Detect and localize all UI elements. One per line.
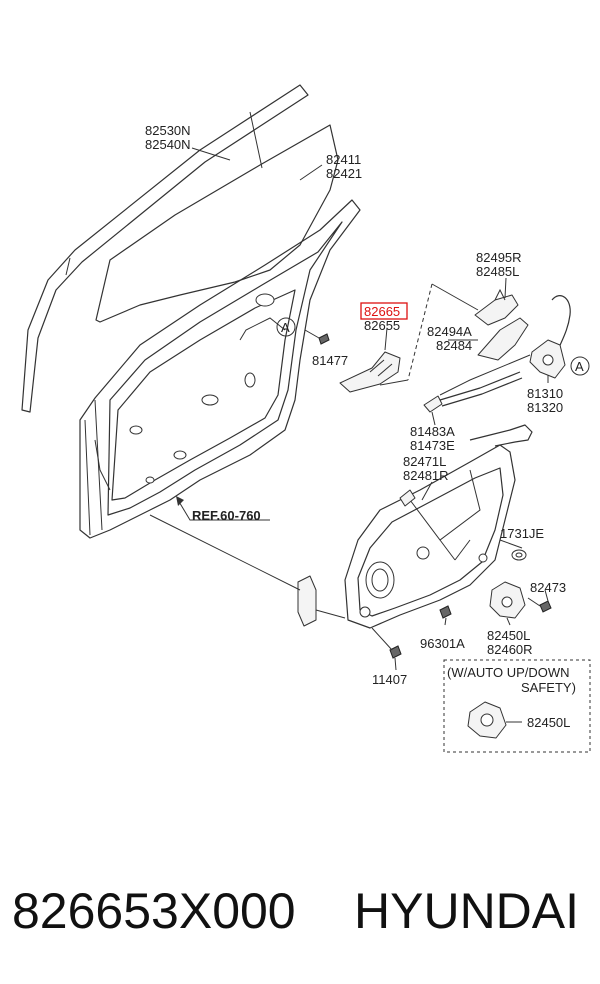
label-channel: 82495R 82485L <box>476 250 522 279</box>
svg-text:82494A: 82494A <box>427 324 472 339</box>
label-96301a: 96301A <box>420 636 465 651</box>
latch-rod <box>423 371 523 413</box>
caption-brand: HYUNDAI <box>354 883 579 939</box>
label-inset-note: (W/AUTO UP/DOWN SAFETY) <box>447 665 576 695</box>
part-82665-bracket[interactable] <box>339 327 409 393</box>
svg-text:82411: 82411 <box>326 152 361 167</box>
callout-a-text: A <box>281 320 290 335</box>
callout-a-left: A <box>276 317 296 337</box>
label-82665-highlighted[interactable]: 82665 <box>360 302 408 320</box>
label-11407: 11407 <box>372 672 407 687</box>
label-bracket: 82494A 82484 <box>427 324 472 353</box>
screw-81477 <box>304 329 330 345</box>
callout-a-right-text: A <box>575 359 584 374</box>
svg-text:82471L: 82471L <box>403 454 446 469</box>
label-trim-panel: 82471L 82481R <box>403 454 449 483</box>
svg-text:81473E: 81473E <box>410 438 455 453</box>
svg-text:82540N: 82540N <box>145 137 191 152</box>
callout-a-right: A <box>570 356 590 376</box>
svg-text:82485L: 82485L <box>476 264 519 279</box>
grommet-1731je <box>511 549 527 561</box>
label-reference[interactable]: REF.60-760 <box>192 508 261 523</box>
label-latch: 81310 81320 <box>527 386 563 415</box>
label-rod: 81483A 81473E <box>410 424 455 453</box>
door-frame <box>79 199 361 539</box>
svg-text:SAFETY): SAFETY) <box>521 680 576 695</box>
inset-box <box>443 659 591 753</box>
bolt-82473 <box>527 597 552 613</box>
label-1731je: 1731JE <box>500 526 544 541</box>
window-channel <box>474 288 529 361</box>
svg-text:81320: 81320 <box>527 400 563 415</box>
label-regulator: 82450L 82460R <box>487 628 533 657</box>
glass-run-strip <box>21 84 309 413</box>
regulator-motor <box>489 581 526 619</box>
door-module-panel <box>344 424 533 629</box>
svg-text:82665: 82665 <box>364 304 400 319</box>
label-82473: 82473 <box>530 580 566 595</box>
door-hinge <box>149 514 346 627</box>
clip-96301a <box>439 605 452 619</box>
svg-text:82421: 82421 <box>326 166 362 181</box>
label-glass-run: 82530N 82540N <box>145 123 191 152</box>
label-inset-82450l: 82450L <box>527 715 570 730</box>
door-latch-assembly <box>439 295 571 396</box>
svg-text:82450L: 82450L <box>487 628 530 643</box>
leader-lines <box>191 147 549 671</box>
bolt-11407 <box>371 627 402 659</box>
svg-text:(W/AUTO UP/DOWN: (W/AUTO UP/DOWN <box>447 665 570 680</box>
svg-text:82460R: 82460R <box>487 642 533 657</box>
svg-text:81483A: 81483A <box>410 424 455 439</box>
svg-text:82481R: 82481R <box>403 468 449 483</box>
label-81477: 81477 <box>312 353 348 368</box>
svg-text:82530N: 82530N <box>145 123 191 138</box>
caption-part-number: 826653X000 <box>12 883 296 939</box>
label-82655: 82655 <box>364 318 400 333</box>
ref-arrow <box>176 496 270 521</box>
label-glass: 82411 82421 <box>326 152 362 181</box>
svg-text:81310: 81310 <box>527 386 563 401</box>
door-glass <box>95 124 339 323</box>
svg-text:82484: 82484 <box>436 338 472 353</box>
svg-text:82495R: 82495R <box>476 250 522 265</box>
